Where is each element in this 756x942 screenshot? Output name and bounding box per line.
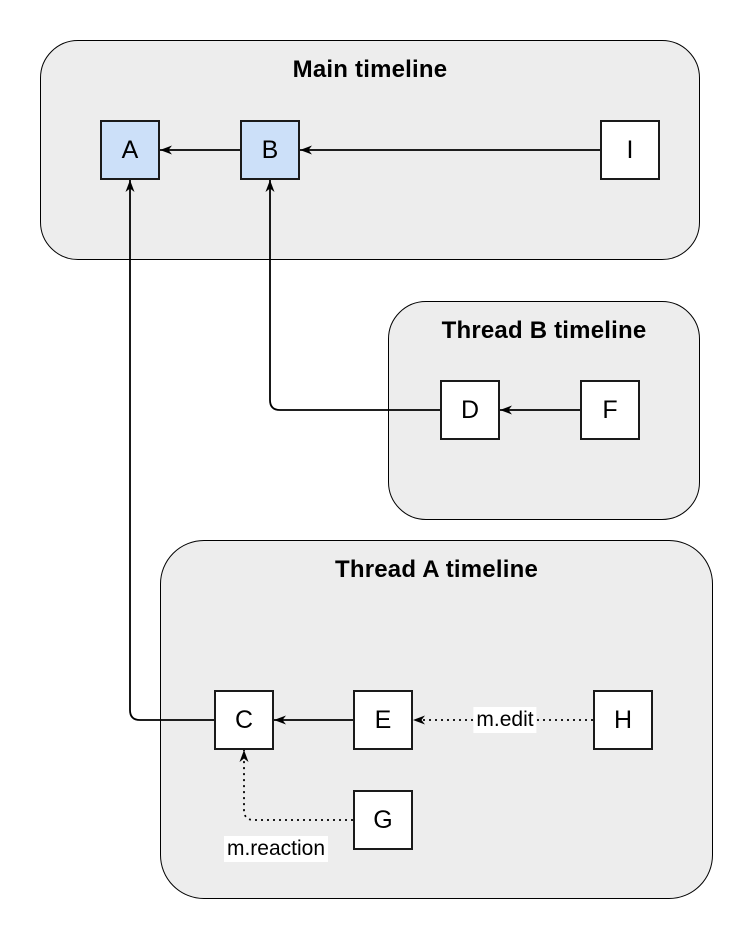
event-node-e: E xyxy=(353,690,413,750)
edge-c-to-a xyxy=(125,180,214,721)
event-node-f: F xyxy=(580,380,640,440)
edge-label-m-edit: m.edit xyxy=(473,707,537,733)
event-node-d: D xyxy=(440,380,500,440)
event-node-d-label: D xyxy=(460,395,480,424)
main-timeline-title: Main timeline xyxy=(292,56,448,83)
event-node-g-label: G xyxy=(373,805,393,834)
event-node-g: G xyxy=(353,790,413,850)
thread-a-timeline-title: Thread A timeline xyxy=(335,556,538,583)
edge-label-m-reaction: m.reaction xyxy=(223,836,329,862)
event-node-c-label: C xyxy=(234,705,254,734)
thread-b-timeline-title: Thread B timeline xyxy=(441,317,647,344)
event-node-i-label: I xyxy=(626,135,634,164)
edge-g-to-c-m-reaction xyxy=(239,750,353,821)
event-node-b-label: B xyxy=(261,135,279,164)
event-node-b: B xyxy=(240,120,300,180)
edge-d-to-b xyxy=(265,180,440,411)
event-node-h: H xyxy=(593,690,653,750)
event-node-e-label: E xyxy=(374,705,392,734)
event-node-a-label: A xyxy=(121,135,139,164)
event-node-h-label: H xyxy=(613,705,633,734)
event-node-f-label: F xyxy=(602,395,618,424)
event-node-i: I xyxy=(600,120,660,180)
event-node-a: A xyxy=(100,120,160,180)
event-node-c: C xyxy=(214,690,274,750)
